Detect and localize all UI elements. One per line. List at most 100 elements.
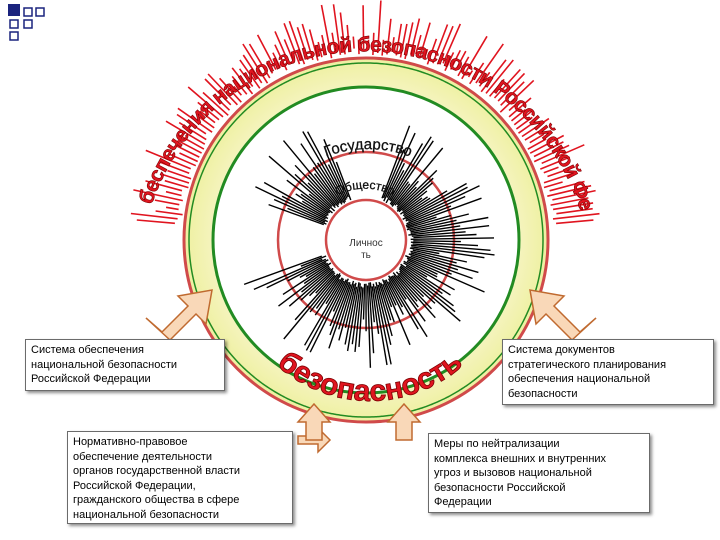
red-burst-stroke — [508, 102, 519, 112]
hatch-stroke — [402, 197, 431, 217]
hatch-stroke — [381, 279, 411, 346]
red-burst-stroke — [162, 173, 190, 184]
hatch-stroke — [413, 240, 461, 243]
red-burst-stroke — [419, 22, 431, 57]
box-line: Нормативно-правовое — [73, 436, 188, 448]
hatch-stroke — [409, 247, 440, 255]
person-circle — [324, 198, 408, 282]
hatch-stroke — [399, 266, 456, 313]
hatch-stroke — [380, 282, 395, 323]
hatch-stroke — [403, 260, 455, 291]
red-burst-stroke — [176, 113, 207, 135]
radial-hatching — [243, 125, 495, 368]
hatch-stroke — [300, 255, 327, 267]
hatch-stroke — [394, 147, 444, 206]
red-burst-stroke — [529, 133, 545, 144]
box-line: безопасности — [508, 387, 578, 400]
box-right-top: Система документов стратегического плани… — [502, 339, 714, 405]
box-line: Система документов — [508, 344, 615, 356]
red-burst-stroke — [415, 34, 422, 55]
red-burst-stroke — [449, 49, 462, 70]
arrow-right-top — [529, 289, 597, 342]
hatch-stroke — [338, 283, 355, 341]
hatch-stroke — [358, 287, 364, 347]
red-burst-stroke — [376, 0, 382, 54]
red-burst-stroke — [320, 4, 333, 59]
hatch-stroke — [388, 275, 428, 338]
red-burst-stroke — [296, 26, 309, 60]
box-line: угроз и вызовов национальной — [434, 467, 592, 479]
red-burst-stroke — [154, 199, 180, 206]
box-line: Российской Федерации, — [73, 479, 196, 492]
corner-squares-decoration — [8, 4, 45, 41]
hatch-stroke — [294, 274, 336, 321]
red-burst-stroke — [461, 35, 488, 80]
hatch-stroke — [375, 282, 392, 345]
box-line: комплекса внешних и внутренних — [434, 452, 607, 465]
hatch-stroke — [378, 281, 392, 321]
red-burst-stroke — [497, 72, 526, 102]
hatch-stroke — [308, 193, 333, 214]
red-burst-stroke — [352, 36, 355, 49]
society-label: Общество — [333, 178, 397, 199]
hatch-stroke — [396, 169, 438, 210]
hatch-stroke — [287, 259, 329, 282]
hatch-stroke — [344, 286, 358, 345]
hatch-stroke — [406, 205, 452, 225]
hatch-stroke — [408, 225, 490, 236]
red-burst-stroke — [233, 85, 243, 96]
hatch-stroke — [309, 279, 347, 353]
red-burst-stroke — [283, 23, 301, 65]
red-burst-stroke — [248, 43, 271, 79]
red-burst-stroke — [339, 12, 346, 55]
outer-ring-green-border — [188, 62, 544, 418]
hatch-stroke — [385, 279, 404, 315]
red-burst-stroke — [231, 67, 254, 95]
hatch-stroke — [278, 266, 331, 307]
red-burst-stroke — [533, 144, 570, 163]
red-burst-stroke — [539, 156, 571, 170]
corner-square — [9, 31, 19, 41]
red-burst-stroke — [174, 144, 200, 158]
red-burst-stroke — [556, 219, 594, 225]
hatch-stroke — [406, 257, 485, 293]
red-burst-stroke — [332, 4, 342, 55]
box-line: стратегического планирования — [508, 358, 667, 371]
hatch-stroke — [404, 190, 448, 218]
hatch-stroke — [390, 181, 410, 206]
hatch-stroke — [377, 284, 393, 337]
hatch-stroke — [389, 136, 432, 202]
hatch-stroke — [409, 219, 457, 232]
hatch-stroke — [286, 179, 331, 214]
red-burst-stroke — [467, 70, 474, 78]
red-burst-stroke — [308, 29, 319, 61]
hatch-stroke — [401, 190, 428, 212]
box-line: Меры по нейтрализации — [434, 438, 560, 450]
hatch-stroke — [406, 260, 438, 278]
hatch-stroke — [398, 268, 461, 322]
red-burst-stroke — [543, 166, 559, 174]
person-label-line2: ть — [361, 250, 371, 261]
red-burst-stroke — [442, 23, 462, 64]
red-burst-stroke — [176, 133, 205, 150]
red-burst-stroke — [238, 68, 254, 87]
hatch-stroke — [408, 253, 459, 271]
red-burst-stroke — [214, 95, 231, 111]
hatch-stroke — [323, 139, 349, 198]
red-burst-stroke — [204, 78, 232, 106]
red-burst-stroke — [136, 219, 175, 225]
red-burst-stroke — [426, 38, 438, 65]
red-burst-stroke — [493, 68, 521, 99]
box-line: национальной безопасности — [73, 508, 220, 521]
box-line: обеспечения национальной — [508, 373, 651, 385]
red-burst-stroke — [274, 31, 290, 65]
red-burst-stroke — [518, 120, 536, 134]
hatch-stroke — [287, 207, 327, 225]
red-burst-stroke — [454, 50, 467, 72]
red-burst-stroke — [527, 138, 547, 150]
hatch-stroke — [387, 278, 419, 330]
hatch-stroke — [410, 252, 479, 274]
red-burst-stroke — [549, 180, 585, 192]
red-burst-stroke — [321, 34, 327, 56]
hatch-stroke — [305, 280, 345, 351]
